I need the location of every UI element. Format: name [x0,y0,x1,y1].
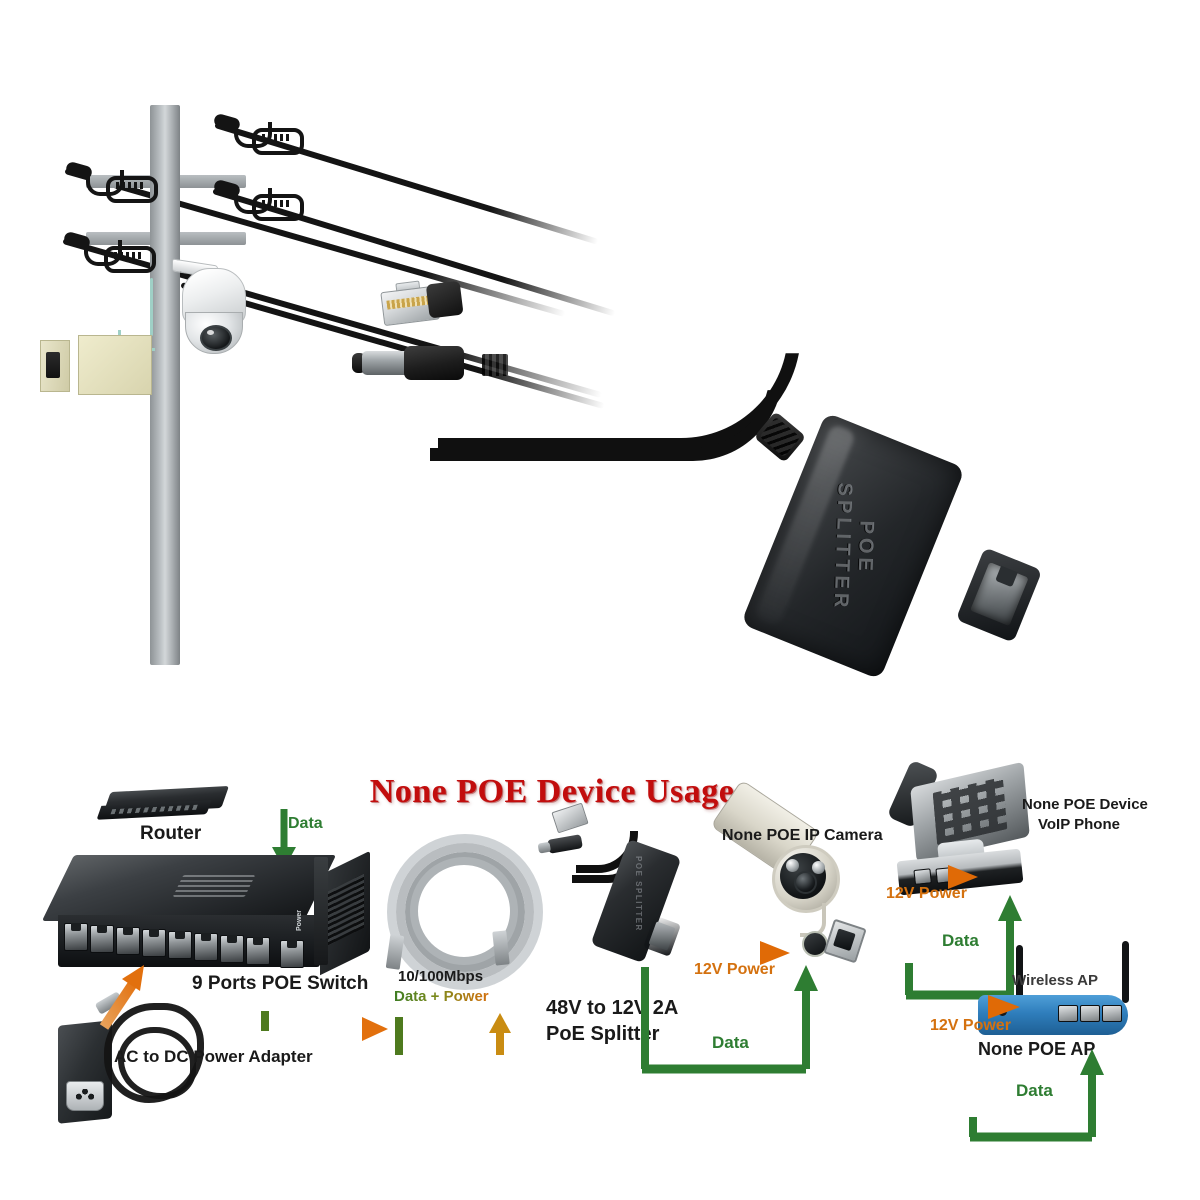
wire-coil-4 [104,246,156,273]
adapter-iec-inlet [66,1081,104,1111]
wire-coil-1 [252,128,304,155]
arrow-switch-to-cable [260,1007,396,1052]
diagram-title: None POE Device Usage [369,773,735,810]
ptz-camera-lens [200,325,232,351]
product-photo-panel: POE SPLITTER [0,0,1200,720]
dc-barrel-plug [352,344,508,384]
ip-camera-ir-led-2 [812,861,825,874]
label-phone-data: Data [942,931,979,950]
rj45-strain-boot [425,280,464,319]
wireless-ap-label: Wireless AP [1012,972,1099,989]
ip-camera-rj45-jack [823,918,867,964]
uplink-port-9[interactable] [280,940,304,968]
junction-box-port [46,352,60,378]
label-camera-12v-power: 12V Power [694,961,775,978]
poe-switch-logo [172,875,256,897]
splitter-small-embossed-label: POE SPLITTER [634,856,644,932]
label-ap-data: Data [1016,1081,1053,1100]
ip-camera-dc-jack [802,931,828,957]
ap-lan-port-2[interactable] [1080,1005,1100,1022]
none-poe-ap-label: None POE AP [978,1039,1096,1059]
ap-lan-port-3[interactable] [1102,1005,1122,1022]
poe-switch-label: 9 Ports POE Switch [192,973,369,994]
ip-camera-ir-led-1 [786,859,799,872]
voip-phone-label-line1: None POE Device [1022,796,1148,813]
poe-port-8[interactable] [246,937,270,965]
label-router-data: Data [288,815,323,832]
rj45-gold-pins [386,295,432,310]
poe-port-3[interactable] [116,927,140,955]
ethernet-cable-coil [396,843,534,981]
usage-diagram-panel: None POE Device Usage Router Data [0,745,1200,1200]
ethernet-carries-label: Data + Power [394,988,489,1005]
poe-port-2[interactable] [90,925,114,953]
arrow-cable-to-splitter [394,1011,524,1074]
dc-plug-barrel [362,351,410,375]
poe-port-4[interactable] [142,929,166,957]
poe-switch-port-row [64,921,314,968]
splitter-rj45-jack-opening [970,562,1029,627]
poe-port-5[interactable] [168,931,192,959]
ap-antenna-left [1016,945,1023,1007]
ap-antenna-right [1122,941,1129,1003]
splitter-rj45-jack [955,547,1043,643]
wire-coil-2 [106,176,158,203]
ip-camera-label: None POE IP Camera [722,827,883,844]
label-ap-12v-power: 12V Power [930,1017,1011,1034]
wire-coil-3 [252,194,304,221]
conduit-wire-vertical [150,278,153,336]
arrow-camera-data [640,961,840,1084]
label-phone-12v-power: 12V Power [886,885,967,902]
rj45-plug [380,280,464,328]
splitter-embossed-label: POE SPLITTER [829,482,878,612]
poe-switch-rack-ear [314,857,328,965]
adapter-cord-loop-outer [104,1003,204,1103]
arrow-camera-power [690,939,800,976]
dc-plug-grip-ribs [482,354,508,376]
ethernet-cable-coil-inner [410,857,518,965]
poe-port-1[interactable] [64,923,88,951]
ac-dc-power-adapter-label: AC to DC Power Adapter [114,1047,313,1066]
arrow-phone-power [884,863,988,900]
ethernet-cable-end-left [385,934,405,970]
poe-port-6[interactable] [194,933,218,961]
voip-phone-label-line2: VoIP Phone [1038,816,1120,833]
ethernet-speed-label: 10/100Mbps [398,968,484,985]
router-label: Router [140,823,202,844]
arrow-ap-data [968,1045,1128,1150]
junction-box [78,335,152,395]
arrow-adapter-to-switch [92,957,162,1038]
ip-camera-lens [794,871,817,894]
arrow-ap-power [928,993,1032,1030]
ap-lan-port-1[interactable] [1058,1005,1078,1022]
label-camera-data: Data [712,1033,749,1052]
splitter-spec-line2: PoE Splitter [546,1023,660,1045]
switch-power-port-label: Power [296,909,303,931]
poe-port-7[interactable] [220,935,244,963]
ptz-camera-dome [185,312,243,354]
adapter-cord-loop-inner [118,1027,196,1099]
dc-plug-body [404,346,508,380]
